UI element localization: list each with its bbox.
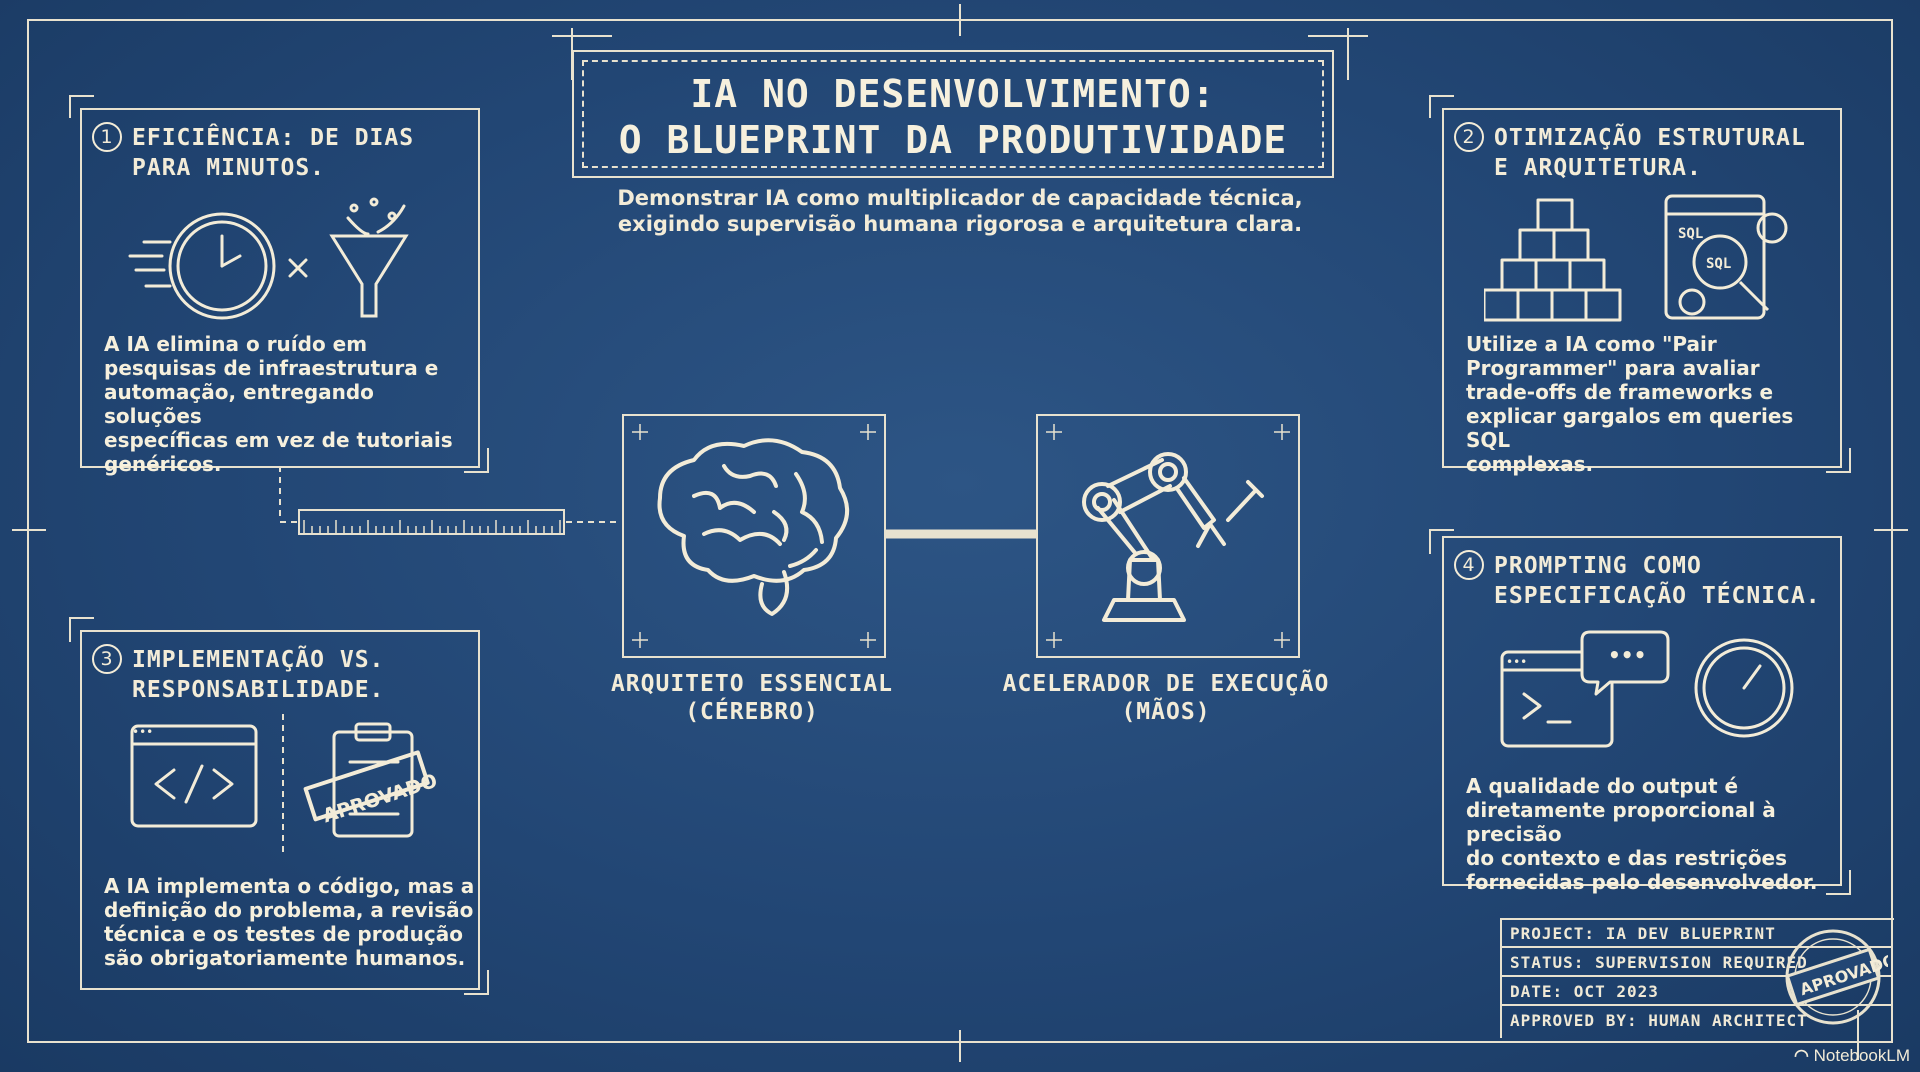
page-subtitle-line1: Demonstrar IA como multiplicador de capa… — [617, 186, 1303, 210]
card-body-line: A IA elimina o ruído em — [104, 332, 368, 356]
page-subtitle-line2: exigindo supervisão humana rigorosa e ar… — [617, 212, 1303, 236]
card-body-line: definição do problema, a revisão — [104, 898, 474, 922]
project-info-block: PROJECT: IA DEV BLUEPRINT STATUS: SUPERV… — [1500, 918, 1894, 1038]
card-title-line1: IMPLEMENTAÇÃO VS. — [132, 647, 385, 673]
sql-label: SQL — [1678, 226, 1703, 242]
card-title: 3 IMPLEMENTAÇÃO VS. RESPONSABILIDADE. — [92, 644, 384, 705]
brain-sublabel: (CÉREBRO) — [685, 699, 819, 725]
card-architecture: 2 OTIMIZAÇÃO ESTRUTURAL E ARQUITETURA. SQ… — [1442, 108, 1842, 476]
title-box: IA NO DESENVOLVIMENTO: O BLUEPRINT DA PR… — [572, 50, 1334, 178]
clock-funnel-illustration — [128, 197, 409, 320]
card-body-line: Programmer" para avaliar — [1466, 356, 1760, 380]
gauge-icon — [1694, 638, 1794, 738]
card-body-line: fornecidas pelo desenvolvedor. — [1466, 870, 1818, 894]
card-title-line1: EFICIÊNCIA: DE DIAS — [132, 125, 415, 151]
cubes-sql-illustration: SQL SQL — [1484, 194, 1788, 322]
robot-arm-icon — [1082, 452, 1264, 622]
sql-search-icon — [1664, 194, 1788, 320]
card-body-line: técnica e os testes de produção — [104, 922, 463, 946]
arm-sublabel: (MÃOS) — [1121, 699, 1211, 725]
clock-icon — [128, 212, 276, 320]
card-title-line2: PARA MINUTOS. — [132, 155, 326, 181]
card-body-line: do contexto e das restrições — [1466, 846, 1788, 870]
info-status: STATUS: SUPERVISION REQUIRED — [1502, 949, 1892, 977]
notebooklm-watermark: ◠ NotebookLM — [1794, 1046, 1910, 1066]
svg-text:•••: ••• — [1506, 655, 1527, 669]
info-approved-by: APPROVED BY: HUMAN ARCHITECT — [1510, 1011, 1808, 1030]
card-title-line1: PROMPTING COMO — [1494, 553, 1702, 579]
robot-caption: ACELERADOR DE EXECUÇÃO (MÃOS) — [996, 670, 1336, 726]
card-number: 4 — [1454, 550, 1484, 580]
card-title: 4 PROMPTING COMO ESPECIFICAÇÃO TÉCNICA. — [1454, 550, 1821, 611]
arm-label: ACELERADOR DE EXECUÇÃO — [1002, 671, 1330, 697]
card-body-line: trade-offs de frameworks e — [1466, 380, 1774, 404]
card-body-line: automação, entregando soluções — [104, 380, 374, 428]
card-number: 1 — [92, 122, 122, 152]
card-body-line: pesquisas de infraestrutura e — [104, 356, 439, 380]
info-project: PROJECT: IA DEV BLUEPRINT — [1502, 920, 1892, 948]
card-body-line: complexas. — [1466, 452, 1594, 476]
card-responsibility: 3 IMPLEMENTAÇÃO VS. RESPONSABILIDADE. •••… — [80, 630, 480, 990]
page-title-line1: IA NO DESENVOLVIMENTO: — [690, 72, 1216, 116]
card-body-line: Utilize a IA como "Pair — [1466, 332, 1717, 356]
card-title-line2: ESPECIFICAÇÃO TÉCNICA. — [1494, 583, 1821, 609]
sql-label: SQL — [1706, 256, 1731, 272]
card-title-line2: RESPONSABILIDADE. — [132, 677, 385, 703]
page-title-line2: O BLUEPRINT DA PRODUTIVIDADE — [618, 118, 1288, 162]
watermark-text: NotebookLM — [1813, 1046, 1910, 1065]
robot-arm-panel — [1036, 414, 1300, 658]
approved-seal-icon: APROVADO — [1785, 929, 1888, 1025]
svg-text:•••: ••• — [1608, 643, 1646, 667]
card-body-line: são obrigatoriamente humanos. — [104, 946, 466, 970]
approved-clipboard-icon — [303, 722, 430, 838]
card-body-line: explicar gargalos em queries SQL — [1466, 404, 1794, 452]
info-date: DATE: OCT 2023 — [1502, 978, 1892, 1006]
watermark-logo-icon: ◠ — [1794, 1046, 1809, 1065]
code-window-icon — [130, 724, 258, 828]
funnel-icon — [329, 197, 409, 318]
card-body-line: específicas em vez de tutoriais — [104, 428, 453, 452]
card-prompting: 4 PROMPTING COMO ESPECIFICAÇÃO TÉCNICA. •… — [1442, 536, 1842, 894]
card-title-line1: OTIMIZAÇÃO ESTRUTURAL — [1494, 125, 1806, 151]
brain-panel — [622, 414, 886, 658]
card-body-line: diretamente proporcional à precisão — [1466, 798, 1776, 846]
card-body-line: A qualidade do output é — [1466, 774, 1739, 798]
terminal-chat-icon — [1500, 630, 1670, 748]
card-body-line: genéricos. — [104, 452, 222, 476]
cubes-icon — [1484, 198, 1622, 322]
card-title: 1 EFICIÊNCIA: DE DIAS PARA MINUTOS. — [92, 122, 414, 183]
svg-text:•••: ••• — [132, 725, 153, 739]
card-title: 2 OTIMIZAÇÃO ESTRUTURAL E ARQUITETURA. — [1454, 122, 1806, 183]
brain-icon — [657, 438, 849, 616]
brain-label: ARQUITETO ESSENCIAL — [610, 671, 894, 697]
card-number: 2 — [1454, 122, 1484, 152]
card-efficiency: 1 EFICIÊNCIA: DE DIAS PARA MINUTOS. — [80, 108, 480, 476]
code-approval-illustration: ••• APROVADO — [130, 722, 440, 838]
terminal-gauge-illustration: ••• ••• — [1500, 630, 1794, 748]
card-number: 3 — [92, 644, 122, 674]
card-title-line2: E ARQUITETURA. — [1494, 155, 1702, 181]
card-body-line: A IA implementa o código, mas a — [104, 874, 475, 898]
brain-caption: ARQUITETO ESSENCIAL (CÉREBRO) — [582, 670, 922, 726]
